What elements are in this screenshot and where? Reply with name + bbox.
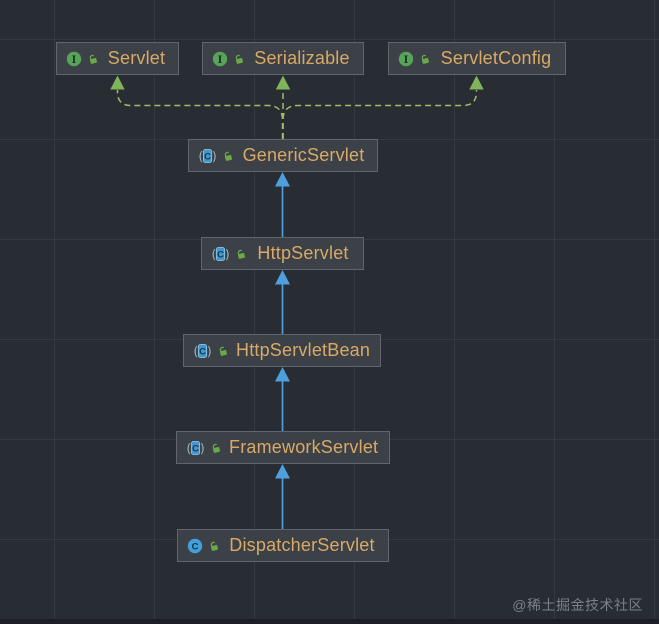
svg-text:(: ( <box>212 247 217 261</box>
node-label: DispatcherServlet <box>229 535 375 555</box>
lock-icon <box>87 53 99 65</box>
class-icon: C <box>187 538 203 554</box>
svg-text:I: I <box>218 54 223 65</box>
lock-icon <box>208 540 220 552</box>
svg-text:C: C <box>192 443 199 454</box>
lock-icon <box>235 248 247 260</box>
canvas-bottom-edge <box>0 619 659 624</box>
node-serializable[interactable]: I Serializable <box>202 42 364 75</box>
abstract-class-icon: (C) <box>193 343 212 359</box>
svg-text:C: C <box>199 346 206 357</box>
lock-icon <box>233 53 245 65</box>
lock-icon <box>217 345 229 357</box>
node-httpservlet[interactable]: (C) HttpServlet <box>201 237 364 270</box>
node-label: HttpServletBean <box>236 340 371 360</box>
node-genericservlet[interactable]: (C) GenericServlet <box>188 139 378 172</box>
node-label: Serializable <box>254 48 350 68</box>
svg-text:I: I <box>72 54 77 65</box>
edge-extends-httpservlet-genericservlet <box>275 172 290 238</box>
svg-text:(: ( <box>199 149 204 163</box>
svg-text:C: C <box>217 249 224 260</box>
edge-extends-frameworkservlet-httpservletbean <box>275 367 290 431</box>
node-dispatcherservlet[interactable]: C DispatcherServlet <box>177 529 389 562</box>
watermark: @稀土掘金技术社区 <box>512 597 643 613</box>
edge-implements-genericservlet-servletconfig <box>282 75 484 139</box>
interface-icon: I <box>212 51 228 67</box>
interface-icon: I <box>398 51 414 67</box>
lock-icon <box>210 442 222 454</box>
svg-text:(: ( <box>194 344 199 358</box>
abstract-class-icon: (C) <box>211 246 230 262</box>
edge-extends-httpservletbean-httpservlet <box>275 270 290 334</box>
svg-text:): ) <box>212 149 217 163</box>
node-httpservletbean[interactable]: (C) HttpServletBean <box>183 334 381 367</box>
node-label: HttpServlet <box>257 243 349 263</box>
node-servlet[interactable]: I Servlet <box>56 42 179 75</box>
edge-implements-genericservlet-servlet <box>110 75 284 139</box>
node-label: Servlet <box>107 48 166 68</box>
abstract-class-icon: (C) <box>198 148 217 164</box>
abstract-class-icon: (C) <box>186 440 205 456</box>
svg-text:C: C <box>192 541 199 552</box>
node-frameworkservlet[interactable]: (C) FrameworkServlet <box>176 431 390 464</box>
lock-icon <box>222 150 234 162</box>
svg-text:C: C <box>204 151 211 162</box>
node-label: GenericServlet <box>242 145 365 165</box>
svg-text:I: I <box>404 54 409 65</box>
interface-icon: I <box>66 51 82 67</box>
svg-text:): ) <box>200 441 205 455</box>
edge-extends-dispatcherservlet-frameworkservlet <box>275 464 290 529</box>
node-label: ServletConfig <box>440 48 552 68</box>
svg-text:(: ( <box>187 441 192 455</box>
node-servletconfig[interactable]: I ServletConfig <box>388 42 566 75</box>
lock-icon <box>419 53 431 65</box>
svg-text:): ) <box>207 344 212 358</box>
svg-text:): ) <box>225 247 230 261</box>
node-label: FrameworkServlet <box>229 437 379 457</box>
